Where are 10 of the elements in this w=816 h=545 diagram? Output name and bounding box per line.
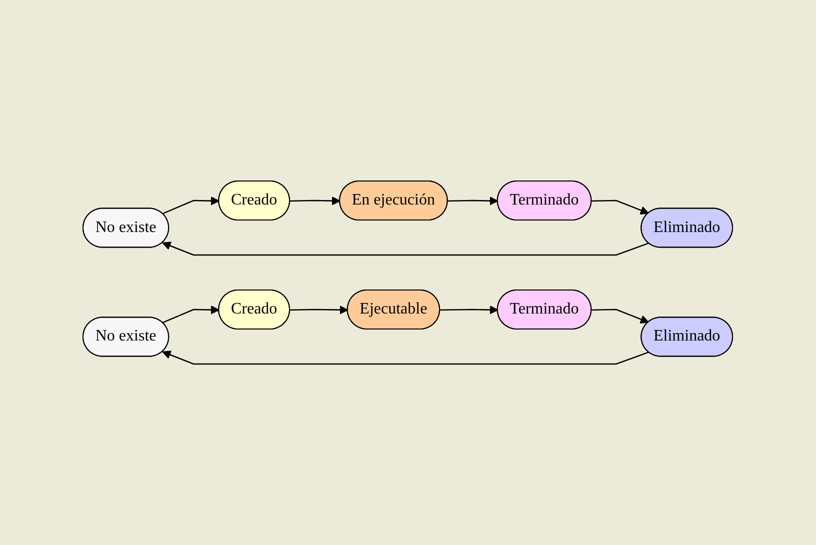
arrow (290, 196, 341, 206)
arrow (162, 305, 220, 324)
arrow (290, 305, 348, 314)
arrow (592, 200, 650, 214)
arrow (162, 196, 220, 214)
arrow (440, 305, 498, 314)
arrow (162, 242, 650, 256)
arrow (592, 308, 650, 324)
arrow (162, 350, 650, 365)
arrow (448, 196, 498, 206)
